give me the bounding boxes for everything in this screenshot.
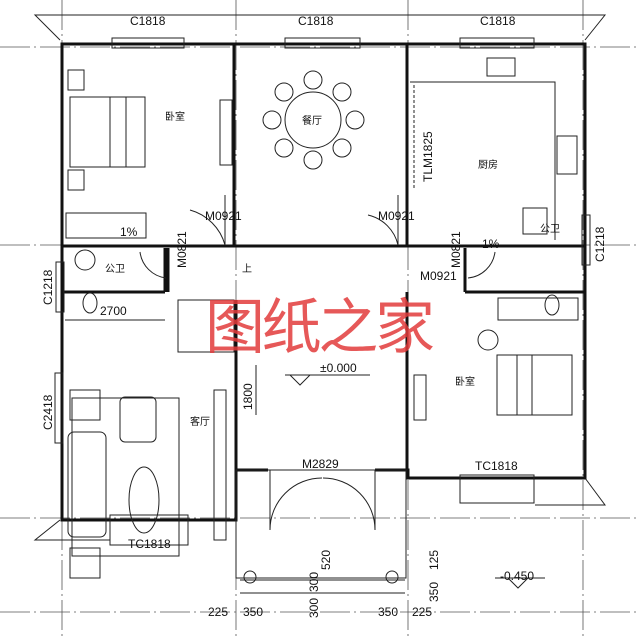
label-kitchen: 厨房 <box>478 158 498 171</box>
label-dim-350r: 350 <box>378 605 398 619</box>
label-dim-350l: 350 <box>243 605 263 619</box>
label-dim-300b: 300 <box>307 598 321 618</box>
label-win-top-right: C1818 <box>480 14 516 28</box>
label-dim-2700: 2700 <box>100 304 127 318</box>
windows <box>54 37 591 546</box>
label-dim-1800: 1800 <box>241 383 255 410</box>
label-living: 客厅 <box>190 415 210 428</box>
label-win-living: C2418 <box>41 394 55 430</box>
label-dim-125: 125 <box>427 550 441 570</box>
roof-outline <box>33 14 607 541</box>
label-slope-r: 1% <box>482 237 500 251</box>
label-dim-520: 520 <box>319 550 333 570</box>
label-dining: 餐厅 <box>302 114 322 127</box>
label-win-top-left: C1818 <box>130 14 166 28</box>
labels: C1818 C1818 C1818 卧室 餐厅 厨房 TLM1825 M0921… <box>41 14 607 619</box>
label-door-bed-se: M0921 <box>420 269 457 283</box>
label-bath-l: 公卫 <box>105 264 125 275</box>
label-win-bath-r: C1218 <box>593 226 607 262</box>
label-win-living-bottom: TC1818 <box>128 537 171 551</box>
furniture <box>65 57 579 594</box>
watermark: 图纸之家 <box>205 293 435 363</box>
label-slope-l: 1% <box>120 225 138 239</box>
label-door-bed: M0921 <box>205 209 242 223</box>
label-bedroom-se: 卧室 <box>455 375 475 388</box>
label-dim-225l: 225 <box>208 605 228 619</box>
label-bedroom-nw: 卧室 <box>165 110 185 123</box>
label-door-bath-r: M0821 <box>449 231 463 268</box>
label-main-door: M2829 <box>302 457 339 471</box>
label-win-bath-l: C1218 <box>41 269 55 305</box>
label-win-top-mid: C1818 <box>298 14 334 28</box>
label-dim-350v: 350 <box>427 582 441 602</box>
label-bath-r: 公卫 <box>540 224 560 235</box>
label-stair-up: 上 <box>242 263 252 275</box>
label-win-bed-bottom: TC1818 <box>475 459 518 473</box>
label-kitchen-door: TLM1825 <box>421 131 435 182</box>
label-dim-225r: 225 <box>412 605 432 619</box>
doors <box>139 85 496 531</box>
label-door-kitchen: M0921 <box>378 209 415 223</box>
label-door-bath-l: M0821 <box>175 231 189 268</box>
label-dim-300a: 300 <box>307 572 321 592</box>
label-level-floor: ±0.000 <box>320 361 357 375</box>
walls <box>60 42 587 579</box>
label-level-outside: -0.450 <box>500 569 534 583</box>
